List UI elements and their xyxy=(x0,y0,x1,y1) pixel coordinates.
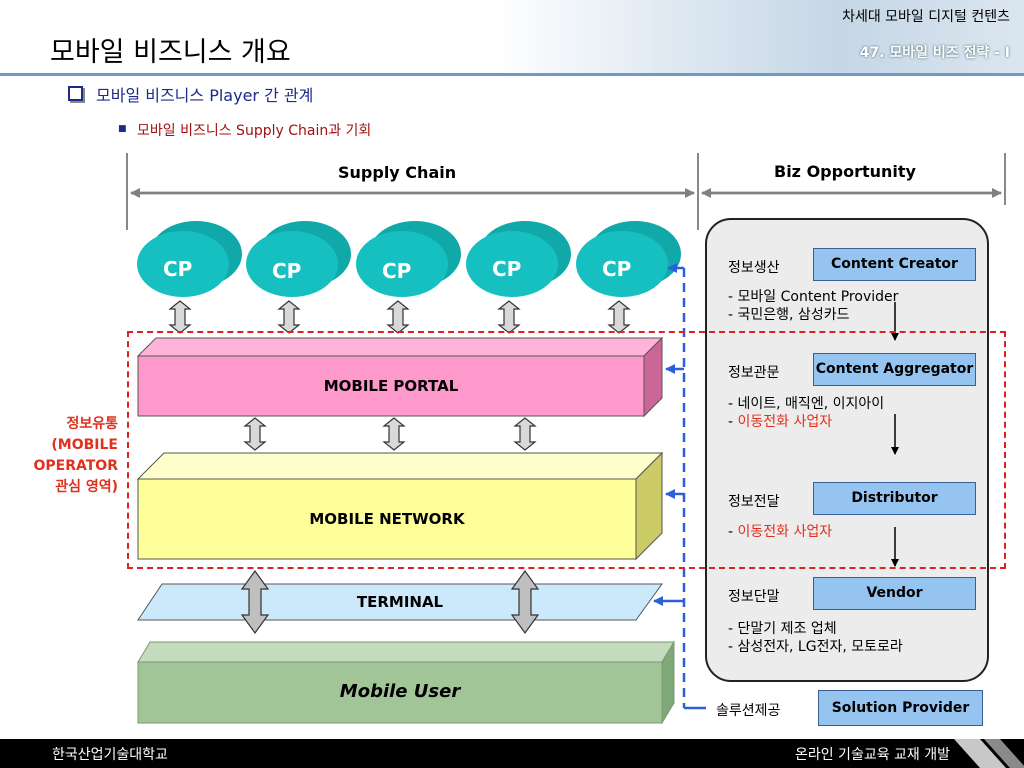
checkbox-bullet-icon xyxy=(68,86,83,101)
footer-school-name: 한국산업기술대학교 xyxy=(52,747,168,763)
role-box-content-aggregator: Content Aggregator xyxy=(813,353,976,386)
cp2-portal-arrow xyxy=(278,300,300,334)
course-name: 차세대 모바일 디지털 컨텐츠 xyxy=(842,9,1010,25)
stage-description: - 이동전화 사업자 xyxy=(728,524,833,540)
stage-label: 정보생산 xyxy=(728,260,780,276)
footer-bar xyxy=(0,739,1024,768)
stage-label: 정보단말 xyxy=(728,589,780,605)
biz-opportunity-label: Biz Opportunity xyxy=(774,162,916,181)
cp5-portal-arrow xyxy=(608,300,630,334)
bullet-level2-text: 모바일 비즈니스 Supply Chain과 기회 xyxy=(137,123,372,139)
cp1-portal-arrow xyxy=(169,300,191,334)
cp-node-2 xyxy=(246,221,351,297)
stage-description: - 모바일 Content Provider - 국민은행, 삼성카드 xyxy=(728,289,899,323)
mobile-network-label: MOBILE NETWORK xyxy=(309,510,465,528)
bullet-level1-text: 모바일 비즈니스 Player 간 관계 xyxy=(96,86,314,105)
operator-interest-area xyxy=(127,331,1006,569)
role-box-content-creator: Content Creator xyxy=(813,248,976,281)
network-user-arrow-left xyxy=(240,569,270,635)
cp-node-1 xyxy=(137,221,242,297)
cp-node-3 xyxy=(356,221,461,297)
cp-label: CP xyxy=(382,259,412,283)
solution-stage-label: 솔루션제공 xyxy=(716,703,781,719)
mobile-network-box xyxy=(136,451,664,561)
header-background xyxy=(0,0,1024,75)
header-divider xyxy=(0,73,1024,76)
role-box-solution-provider: Solution Provider xyxy=(818,690,983,726)
mobile-portal-label: MOBILE PORTAL xyxy=(323,377,459,395)
supply-chain-label: Supply Chain xyxy=(338,163,457,182)
cp4-portal-arrow xyxy=(498,300,520,334)
terminal-label: TERMINAL xyxy=(356,593,444,611)
role-box-distributor: Distributor xyxy=(813,482,976,515)
stage-label: 정보관문 xyxy=(728,365,780,381)
stage-description: - 네이트, 매직엔, 이지아이 - 이동전화 사업자 xyxy=(728,396,885,430)
role-box-vendor: Vendor xyxy=(813,577,976,610)
mobile-user-label: Mobile User xyxy=(339,681,461,702)
cp-label: CP xyxy=(602,257,632,281)
cp-label: CP xyxy=(163,257,193,281)
stage-description: - 단말기 제조 업체 - 삼성전자, LG전자, 모토로라 xyxy=(728,621,903,655)
operator-area-label: 정보유통 (MOBILE OPERATOR 관심 영역) xyxy=(33,416,119,495)
cp3-portal-arrow xyxy=(387,300,409,334)
stage-label: 정보전달 xyxy=(728,494,780,510)
square-bullet-icon: ■ xyxy=(118,124,127,134)
mobile-portal-box xyxy=(136,336,664,418)
network-user-arrow-right xyxy=(510,569,540,635)
chapter-label: 47. 모바일 비즈 전략 - I xyxy=(859,45,1010,61)
footer-course-title: 온라인 기술교육 교재 개발 xyxy=(794,747,950,763)
cp-label: CP xyxy=(272,259,302,283)
cp-node-4 xyxy=(466,221,571,297)
footer-decoration xyxy=(954,739,1024,768)
cp-label: CP xyxy=(492,257,522,281)
cp-node-5 xyxy=(576,221,681,297)
mobile-user-box xyxy=(137,640,675,725)
page-title: 모바일 비즈니스 개요 xyxy=(50,37,291,68)
